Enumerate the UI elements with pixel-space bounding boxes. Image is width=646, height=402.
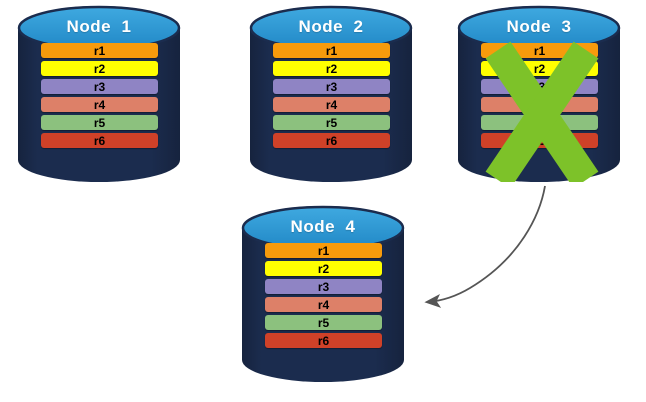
row-label: r6 bbox=[325, 133, 338, 148]
row-label: r4 bbox=[533, 97, 546, 112]
node-1-rows: r1 r2 r3 r4 r5 r6 bbox=[41, 43, 158, 148]
row-bar[interactable]: r6 bbox=[265, 333, 382, 348]
row-bar[interactable]: r2 bbox=[41, 61, 158, 76]
row-label: r4 bbox=[93, 97, 106, 112]
row-bar[interactable]: r2 bbox=[273, 61, 390, 76]
row-label: r6 bbox=[93, 133, 106, 148]
row-bar[interactable]: r1 bbox=[273, 43, 390, 58]
row-bar[interactable]: r6 bbox=[41, 133, 158, 148]
row-bar[interactable]: r5 bbox=[273, 115, 390, 130]
row-label: r1 bbox=[325, 43, 338, 58]
row-bar[interactable]: r6 bbox=[273, 133, 390, 148]
row-bar[interactable]: r2 bbox=[481, 61, 598, 76]
row-bar[interactable]: r3 bbox=[41, 79, 158, 94]
row-label: r1 bbox=[93, 43, 106, 58]
row-bar[interactable]: r5 bbox=[41, 115, 158, 130]
row-label: r2 bbox=[93, 61, 106, 76]
row-bar[interactable]: r4 bbox=[41, 97, 158, 112]
row-label: r6 bbox=[317, 333, 330, 348]
row-bar[interactable]: r1 bbox=[41, 43, 158, 58]
row-label: r2 bbox=[317, 261, 330, 276]
row-label: r3 bbox=[317, 279, 330, 294]
row-bar[interactable]: r5 bbox=[481, 115, 598, 130]
row-label: r4 bbox=[317, 297, 330, 312]
row-label: r3 bbox=[93, 79, 106, 94]
row-bar[interactable]: r3 bbox=[265, 279, 382, 294]
row-bar[interactable]: r1 bbox=[481, 43, 598, 58]
row-label: r1 bbox=[317, 243, 330, 258]
row-bar[interactable]: r2 bbox=[265, 261, 382, 276]
row-bar[interactable]: r5 bbox=[265, 315, 382, 330]
row-bar[interactable]: r3 bbox=[273, 79, 390, 94]
row-label: r3 bbox=[325, 79, 338, 94]
row-label: r5 bbox=[317, 315, 330, 330]
node-2-rows: r1 r2 r3 r4 r5 r6 bbox=[273, 43, 390, 148]
row-bar[interactable]: r4 bbox=[273, 97, 390, 112]
row-label: r5 bbox=[533, 115, 546, 130]
row-bar[interactable]: r3 bbox=[481, 79, 598, 94]
row-label: r5 bbox=[93, 115, 106, 130]
node-4-rows: r1 r2 r3 r4 r5 r6 bbox=[265, 243, 382, 348]
row-label: r3 bbox=[533, 79, 546, 94]
row-label: r2 bbox=[325, 61, 338, 76]
row-bar[interactable]: r4 bbox=[481, 97, 598, 112]
node-3-rows: r1 r2 r3 r4 r5 r6 bbox=[481, 43, 598, 148]
row-label: r5 bbox=[325, 115, 338, 130]
row-label: r1 bbox=[533, 43, 546, 58]
row-bar[interactable]: r1 bbox=[265, 243, 382, 258]
row-bar[interactable]: r4 bbox=[265, 297, 382, 312]
row-label: r6 bbox=[533, 133, 546, 148]
row-label: r4 bbox=[325, 97, 338, 112]
row-bar[interactable]: r6 bbox=[481, 133, 598, 148]
row-label: r2 bbox=[533, 61, 546, 76]
